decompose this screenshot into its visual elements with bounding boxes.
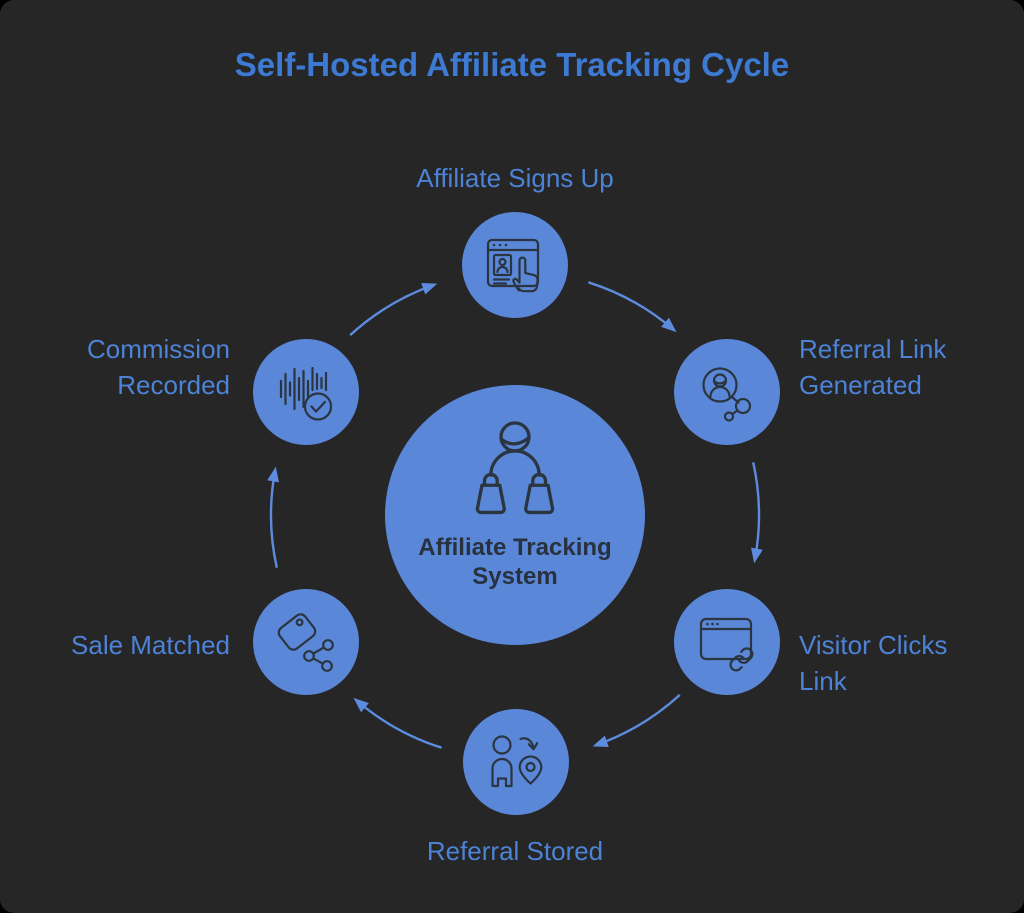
node-visitor-clicks-link <box>674 589 780 695</box>
person-to-location-icon <box>491 735 543 788</box>
arrow-commission-to-signup <box>349 283 438 336</box>
signup-form-click-icon <box>486 238 540 293</box>
center-label-line2: System <box>472 563 558 590</box>
label-affiliate-signs-up: Affiliate Signs Up <box>416 163 614 193</box>
arrow-signup-to-link <box>588 281 677 333</box>
label-sale-matched: Sale Matched <box>71 630 230 660</box>
arrow-click-to-stored <box>592 694 681 747</box>
node-sale-matched <box>253 589 359 695</box>
node-commission-recorded <box>253 339 359 445</box>
center-node: Affiliate Tracking System <box>385 385 645 645</box>
node-affiliate-signs-up <box>462 212 568 318</box>
arrow-stored-to-sale <box>353 697 442 749</box>
price-tag-share-icon <box>277 613 334 672</box>
node-referral-stored <box>463 709 569 815</box>
user-share-network-icon <box>702 367 752 422</box>
label-visitor-clicks-link: Visitor Clicks Link <box>799 630 948 696</box>
page-title: Self-Hosted Affiliate Tracking Cycle <box>234 46 790 83</box>
center-label: Affiliate Tracking System <box>418 533 611 591</box>
label-commission-recorded: Commission Recorded <box>86 334 230 400</box>
waveform-check-icon <box>279 366 333 421</box>
browser-link-icon <box>699 617 754 672</box>
node-referral-link-generated <box>674 339 780 445</box>
center-label-line1: Affiliate Tracking <box>418 534 612 561</box>
affiliate-network-icon <box>475 421 555 515</box>
label-referral-link-generated: Referral Link Generated <box>799 334 947 400</box>
arrow-link-to-click <box>751 461 763 564</box>
arrow-sale-to-commission <box>267 466 279 569</box>
label-referral-stored: Referral Stored <box>426 836 604 866</box>
